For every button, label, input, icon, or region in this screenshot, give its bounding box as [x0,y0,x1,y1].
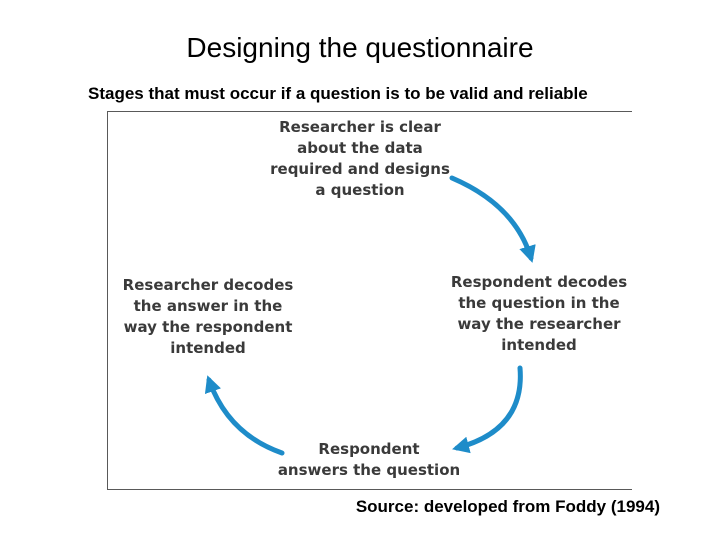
page-title: Designing the questionnaire [186,32,534,63]
diagram-node-researcher-decodes: Researcher decodes the answer in the way… [108,275,308,359]
diagram-node-respondent-decodes: Respondent decodes the question in the w… [439,272,639,356]
node-line: Respondent [318,440,420,458]
node-line: the question in the [458,294,620,312]
slide-subtitle: Stages that must occur if a question is … [88,84,588,103]
node-line: way the respondent [123,318,293,336]
diagram-node-respondent-answers: Respondent answers the question [269,439,469,481]
node-line: intended [501,336,577,354]
node-line: the answer in the [133,297,283,315]
diagram-node-researcher-designs: Researcher is clear about the data requi… [257,117,463,201]
source-credit: Source: developed from Foddy (1994) [355,497,660,516]
node-line: intended [170,339,246,357]
node-line: required and designs [270,160,450,178]
node-line: Respondent decodes [450,273,628,291]
node-line: Researcher is clear [279,118,441,136]
node-line: about the data [297,139,423,157]
node-line: a question [315,181,405,199]
node-line: answers the question [277,461,461,479]
diagram-panel [107,111,632,490]
node-line: Researcher decodes [122,276,294,294]
node-line: way the researcher [457,315,621,333]
